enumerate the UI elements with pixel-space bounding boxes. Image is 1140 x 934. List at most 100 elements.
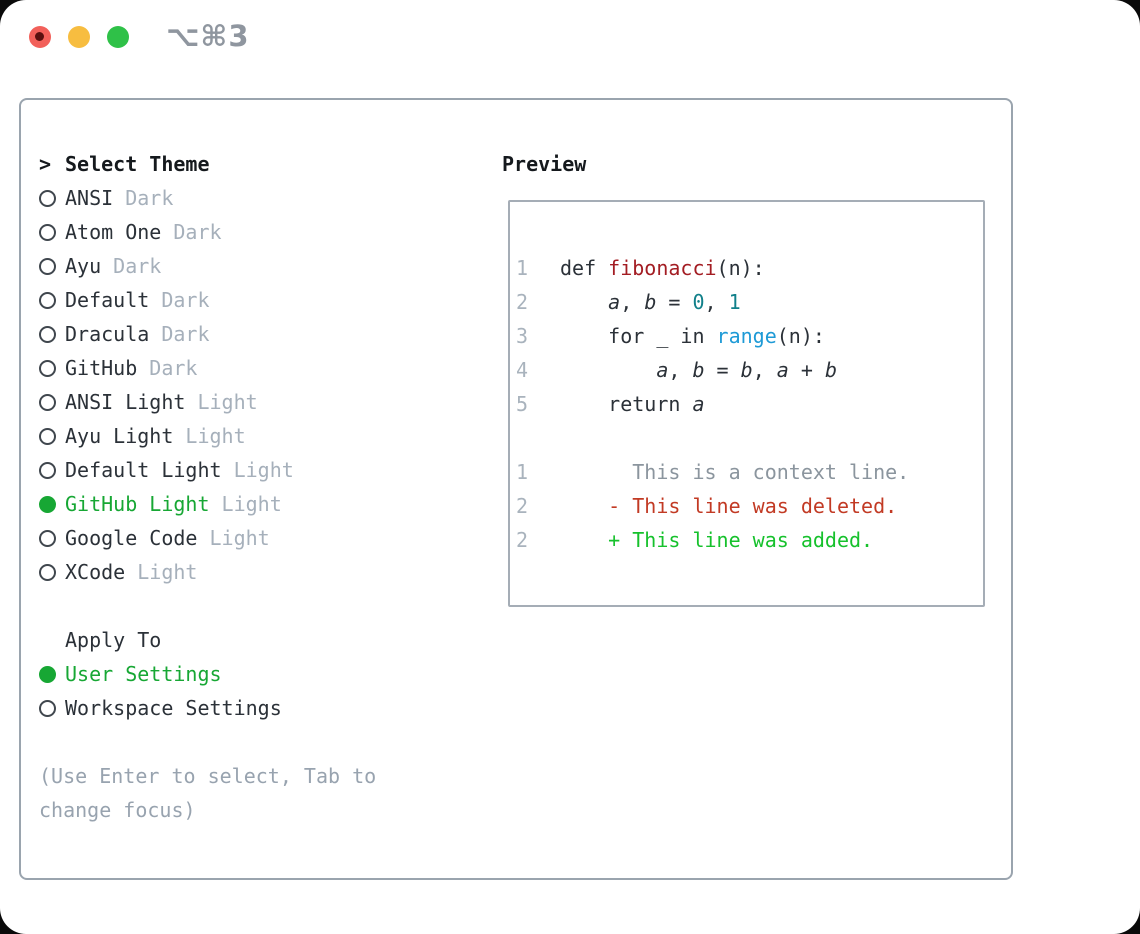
radio-icon[interactable] bbox=[39, 325, 65, 343]
code-token-plain: def bbox=[560, 256, 609, 280]
theme-item[interactable]: Atom One Dark bbox=[39, 215, 376, 249]
apply-to-item[interactable]: Workspace Settings bbox=[39, 691, 376, 725]
radio-icon[interactable] bbox=[39, 189, 65, 207]
radio-circle bbox=[39, 359, 56, 377]
line-number: 1 bbox=[516, 460, 529, 484]
code-token-plain: (n): bbox=[776, 324, 825, 348]
radio-icon[interactable] bbox=[39, 529, 65, 547]
radio-selected-icon[interactable] bbox=[39, 665, 65, 683]
theme-item-label: Default bbox=[65, 288, 150, 312]
apply-to-item-label: Workspace Settings bbox=[65, 696, 282, 720]
theme-item-label: Dracula bbox=[65, 322, 150, 346]
code-line bbox=[516, 421, 977, 455]
theme-variant-label: Light bbox=[221, 458, 294, 482]
theme-item-label: Ayu bbox=[65, 254, 102, 278]
apply-to-item-label: User Settings bbox=[65, 662, 222, 686]
radio-icon[interactable] bbox=[39, 223, 65, 241]
code-token-func: fibonacci bbox=[608, 256, 717, 280]
theme-variant-label: Dark bbox=[113, 186, 174, 210]
code-token-plain: for _ in bbox=[560, 324, 717, 348]
theme-item[interactable]: Ayu Light Light bbox=[39, 419, 376, 453]
radio-icon[interactable] bbox=[39, 699, 65, 717]
code-token-plain: + bbox=[788, 358, 825, 382]
theme-item-label: GitHub bbox=[65, 356, 138, 380]
radio-icon[interactable] bbox=[39, 291, 65, 309]
code-token-var: b bbox=[740, 358, 753, 382]
theme-item[interactable]: Dracula Dark bbox=[39, 317, 376, 351]
theme-item[interactable]: GitHub Light Light bbox=[39, 487, 376, 521]
theme-item[interactable]: ANSI Dark bbox=[39, 181, 376, 215]
line-number: 2 bbox=[516, 290, 529, 314]
radio-icon[interactable] bbox=[39, 427, 65, 445]
code-line: 1 This is a context line. bbox=[516, 455, 977, 489]
select-theme-title: Select Theme bbox=[65, 152, 210, 176]
code-token-deleted: - This line was deleted. bbox=[608, 494, 898, 518]
prompt-icon: > bbox=[39, 152, 52, 176]
radio-circle bbox=[39, 223, 56, 241]
theme-item[interactable]: Default Dark bbox=[39, 283, 376, 317]
theme-item[interactable]: ANSI Light Light bbox=[39, 385, 376, 419]
code-token-plain: return bbox=[560, 392, 693, 416]
theme-item-label: Ayu Light bbox=[65, 424, 174, 448]
spacer bbox=[39, 725, 376, 759]
code-token-number: 1 bbox=[728, 290, 741, 314]
code-line: 3 for _ in range(n): bbox=[516, 319, 977, 353]
radio-icon[interactable] bbox=[39, 359, 65, 377]
radio-selected-icon[interactable] bbox=[39, 495, 65, 513]
code-line: 2 + This line was added. bbox=[516, 523, 977, 557]
keyboard-hint-line2: change focus) bbox=[39, 798, 196, 822]
line-number: 3 bbox=[516, 324, 529, 348]
zoom-button[interactable] bbox=[107, 26, 129, 48]
theme-variant-label: Dark bbox=[161, 220, 222, 244]
theme-variant-label: Light bbox=[209, 492, 282, 516]
theme-item[interactable]: Google Code Light bbox=[39, 521, 376, 555]
code-token-var: a bbox=[608, 290, 621, 314]
line-number: 1 bbox=[516, 256, 529, 280]
radio-circle bbox=[39, 427, 56, 445]
code-line: 4 a, b = b, a + b bbox=[516, 353, 977, 387]
radio-circle bbox=[39, 665, 56, 683]
theme-variant-label: Light bbox=[185, 390, 258, 414]
code-line: 2 a, b = 0, 1 bbox=[516, 285, 977, 319]
theme-variant-label: Light bbox=[173, 424, 246, 448]
theme-item[interactable]: Ayu Dark bbox=[39, 249, 376, 283]
code-token-var: a bbox=[692, 392, 705, 416]
code-token-builtin: range bbox=[716, 324, 777, 348]
apply-to-item[interactable]: User Settings bbox=[39, 657, 376, 691]
radio-icon[interactable] bbox=[39, 563, 65, 581]
code-token-var: b bbox=[692, 358, 705, 382]
theme-item[interactable]: XCode Light bbox=[39, 555, 376, 589]
code-token-plain: (n): bbox=[716, 256, 765, 280]
code-token-plain bbox=[560, 494, 608, 518]
code-token-plain bbox=[560, 528, 608, 552]
radio-circle bbox=[39, 563, 56, 581]
theme-item-label: ANSI bbox=[65, 186, 114, 210]
theme-item[interactable]: Default Light Light bbox=[39, 453, 376, 487]
radio-icon[interactable] bbox=[39, 461, 65, 479]
minimize-button[interactable] bbox=[68, 26, 90, 48]
theme-variant-label: Light bbox=[197, 526, 270, 550]
code-token-plain bbox=[560, 358, 656, 382]
radio-icon[interactable] bbox=[39, 257, 65, 275]
radio-circle bbox=[39, 495, 56, 513]
select-theme-header: > Select Theme bbox=[39, 147, 376, 181]
radio-icon[interactable] bbox=[39, 393, 65, 411]
theme-variant-label: Dark bbox=[149, 288, 210, 312]
window-title: ⌥⌘3 bbox=[166, 19, 250, 53]
preview-title: Preview bbox=[502, 152, 587, 176]
theme-item[interactable]: GitHub Dark bbox=[39, 351, 376, 385]
theme-item-label: Google Code bbox=[65, 526, 198, 550]
line-number: 5 bbox=[516, 392, 529, 416]
close-button[interactable] bbox=[29, 26, 51, 48]
code-token-var: a bbox=[776, 358, 789, 382]
spacer bbox=[39, 589, 376, 623]
code-line: 5 return a bbox=[516, 387, 977, 421]
theme-variant-label: Light bbox=[125, 560, 198, 584]
radio-circle bbox=[39, 291, 56, 309]
keyboard-hint-line1: (Use Enter to select, Tab to bbox=[39, 764, 377, 788]
line-number: 2 bbox=[516, 494, 529, 518]
